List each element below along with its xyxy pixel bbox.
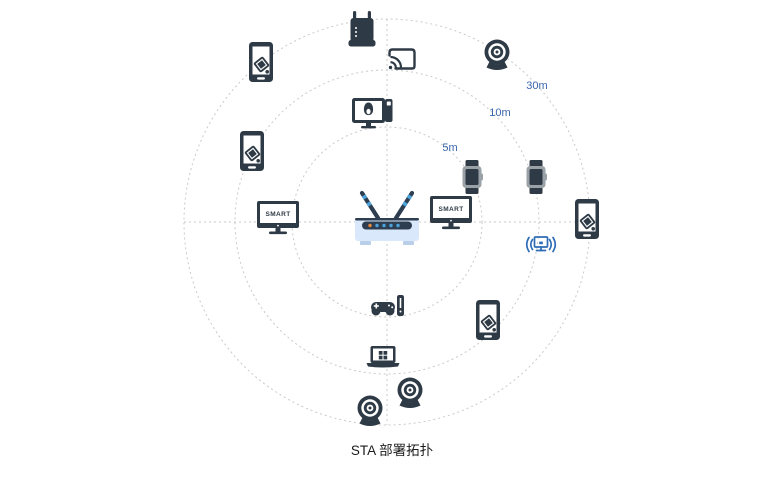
ring-labels: 5m 10m 30m	[442, 80, 547, 154]
smartphone-icon	[475, 299, 501, 341]
smartphone-icon	[574, 198, 600, 240]
webcam-icon	[484, 39, 510, 70]
range-extender-icon	[348, 11, 376, 47]
ring-label-10m: 10m	[489, 107, 510, 119]
range-ring-5m	[291, 126, 483, 318]
ring-label-5m: 5m	[442, 142, 457, 154]
wireless-display-icon	[525, 236, 557, 253]
webcam-icon	[357, 395, 383, 426]
laptop-icon	[366, 346, 400, 368]
diagram-caption: STA 部署拓扑	[350, 443, 434, 458]
game-console-icon	[371, 295, 404, 316]
cast-device-icon	[387, 48, 416, 71]
devices	[239, 11, 600, 426]
smartwatch-icon	[462, 160, 483, 194]
smart-tv-icon	[430, 196, 472, 230]
smartphone-icon	[248, 41, 274, 83]
webcam-icon	[397, 377, 423, 408]
ring-label-30m: 30m	[526, 80, 547, 92]
smartwatch-icon	[526, 160, 547, 194]
smart-display-icon	[352, 98, 393, 129]
smartphone-icon	[239, 130, 265, 172]
